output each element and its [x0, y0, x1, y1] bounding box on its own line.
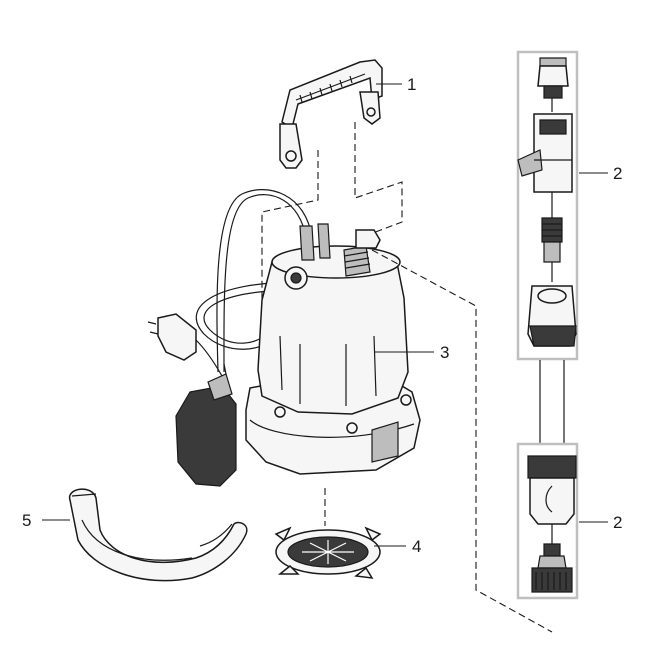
callout-leaders [42, 83, 608, 547]
assembly-guide-line [371, 249, 553, 633]
hose-holder-part [69, 488, 248, 582]
connector-set-bottom [516, 442, 579, 600]
filter-part [274, 488, 382, 579]
callout-connector-set-top: 2 [613, 164, 622, 183]
handle-part [279, 59, 383, 169]
hose-tube [539, 360, 565, 444]
pump-body-part [195, 189, 421, 475]
callout-hose-holder: 5 [22, 511, 31, 530]
callout-handle: 1 [407, 75, 416, 94]
callout-connector-set-bottom: 2 [613, 513, 622, 532]
connector-set-top [516, 50, 579, 361]
callout-filter: 4 [412, 537, 421, 556]
float-switch [175, 363, 237, 487]
callout-pump: 3 [440, 343, 449, 362]
handle-attachment-guides [261, 122, 403, 300]
mains-plug [147, 313, 223, 377]
